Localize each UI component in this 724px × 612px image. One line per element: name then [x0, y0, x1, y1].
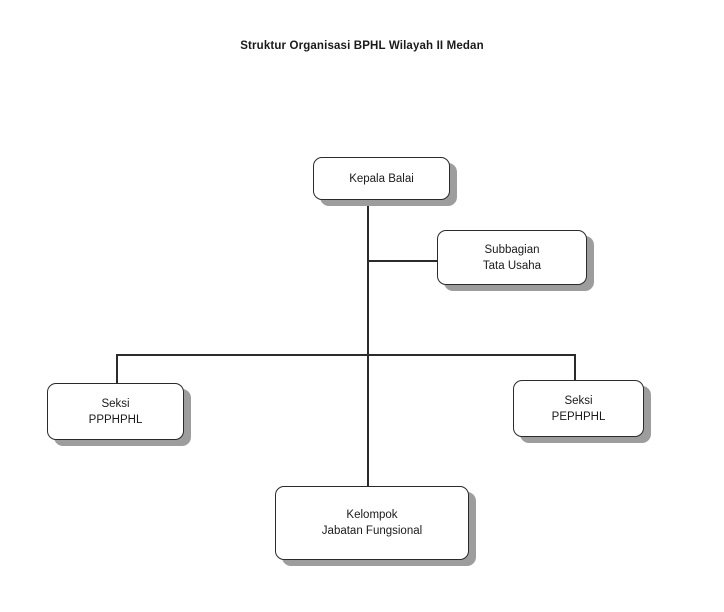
connector-horizontal-bus: [116, 354, 576, 356]
node-seksi-pephphl-label: Seksi PEPHPHL: [551, 394, 606, 423]
node-seksi-ppphphl[interactable]: Seksi PPPHPHL: [47, 383, 184, 440]
node-seksi-pephphl[interactable]: Seksi PEPHPHL: [513, 380, 644, 437]
node-kepala-balai-label: Kepala Balai: [349, 172, 414, 185]
node-subbagian-tata-usaha-label: Subbagian Tata Usaha: [482, 243, 542, 272]
node-kelompok-jabatan-fungsional-label: Kelompok Jabatan Fungsional: [321, 509, 423, 537]
node-kepala-balai[interactable]: Kepala Balai: [313, 157, 450, 200]
page-title: Struktur Organisasi BPHL Wilayah II Meda…: [240, 40, 484, 52]
connector-to-subbagian: [367, 260, 438, 262]
connector-drop-right: [574, 354, 576, 381]
connector-drop-left: [116, 354, 118, 384]
connector-trunk-vertical: [367, 200, 369, 496]
node-kelompok-jabatan-fungsional[interactable]: Kelompok Jabatan Fungsional: [275, 486, 469, 560]
node-subbagian-tata-usaha[interactable]: Subbagian Tata Usaha: [437, 230, 587, 285]
node-seksi-ppphphl-label: Seksi PPPHPHL: [88, 397, 143, 426]
